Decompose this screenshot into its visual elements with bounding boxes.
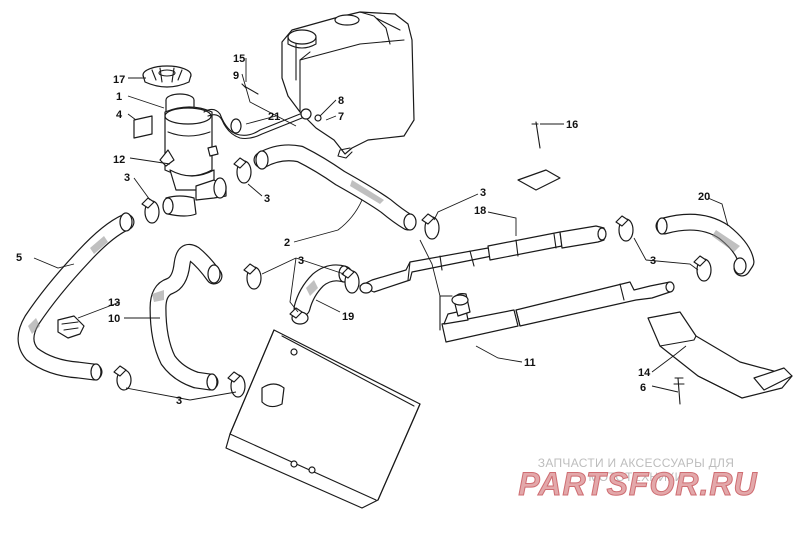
callout-6: 6 xyxy=(640,382,646,394)
hose-clamp xyxy=(230,118,242,134)
lower-return-hose xyxy=(17,212,135,381)
callout-2: 2 xyxy=(284,237,290,249)
callout-18: 18 xyxy=(474,205,486,217)
filler-neck-housing xyxy=(159,93,227,217)
upper-radiator-hose xyxy=(253,144,417,231)
mounting-screw xyxy=(241,83,259,95)
radiator-panel xyxy=(225,329,421,509)
callout-8: 8 xyxy=(338,95,344,107)
callout-1: 1 xyxy=(116,91,122,103)
callout-3-d: 3 xyxy=(298,255,304,267)
callout-14: 14 xyxy=(638,367,651,379)
watermark-logo: PARTSFOR.RU xyxy=(518,466,758,503)
callout-7: 7 xyxy=(338,111,344,123)
callout-12: 12 xyxy=(113,154,125,166)
callout-20: 20 xyxy=(698,191,710,203)
bolt xyxy=(673,377,685,405)
callout-13: 13 xyxy=(108,297,120,309)
callout-3-c: 3 xyxy=(480,187,486,199)
callout-3-e: 3 xyxy=(650,255,656,267)
callout-11: 11 xyxy=(524,357,536,369)
coolant-reservoir-tank xyxy=(281,11,415,159)
callout-21: 21 xyxy=(268,111,280,123)
callout-3-f: 3 xyxy=(176,395,182,407)
grommet xyxy=(300,108,312,120)
callout-9: 9 xyxy=(233,70,239,82)
leader-lines xyxy=(33,58,729,401)
elbow-hose xyxy=(293,264,353,317)
heat-exchanger-guard xyxy=(647,311,793,399)
callout-labels: 17 1 4 12 3 15 9 21 8 7 16 3 2 3 18 5 13… xyxy=(16,53,710,407)
callout-10: 10 xyxy=(108,313,120,325)
callout-19: 19 xyxy=(342,311,354,323)
watermark-caption: ЗАПЧАСТИ И АКСЕССУАРЫ ДЛЯ МОТОТЕХНИКИ xyxy=(537,456,735,484)
hose-retaining-clip xyxy=(57,315,85,339)
callout-15: 15 xyxy=(233,53,245,65)
callout-16: 16 xyxy=(566,119,578,131)
temperature-sensor xyxy=(517,121,561,191)
radiator-hose-s-bend xyxy=(149,243,223,391)
radiator-cap xyxy=(142,65,192,88)
heat-exchanger-tubes xyxy=(359,225,675,343)
washer xyxy=(314,114,322,122)
overflow-hose xyxy=(203,108,301,136)
callout-3-a: 3 xyxy=(124,172,130,184)
callout-3-b: 3 xyxy=(264,193,270,205)
warning-decal xyxy=(133,115,153,139)
callout-4: 4 xyxy=(116,109,123,121)
callout-5: 5 xyxy=(16,252,22,264)
heat-exchanger-hose xyxy=(655,213,755,277)
callout-17: 17 xyxy=(113,74,125,86)
hose-clamps xyxy=(113,157,712,398)
